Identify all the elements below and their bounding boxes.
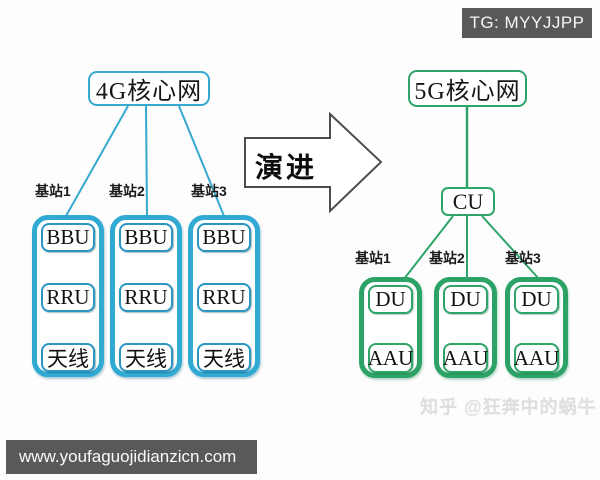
antenna-box: 天线: [119, 343, 173, 372]
zhihu-watermark: 知乎 @狂奔中的蜗牛: [420, 397, 597, 417]
core-4g-box: 4G核心网: [88, 71, 210, 106]
evolution-arrow-shape: [244, 111, 383, 214]
station3-5g-container: DU AAU: [505, 277, 568, 378]
aau-box: AAU: [368, 343, 413, 373]
aau-box: AAU: [514, 343, 559, 373]
tg-badge: TG: MYYJJPP: [462, 8, 592, 38]
aau-box: AAU: [443, 343, 488, 373]
rru-box: RRU: [119, 283, 173, 312]
antenna-box: 天线: [197, 343, 251, 372]
bbu-box: BBU: [119, 223, 173, 252]
station1-5g-label: 基站1: [355, 250, 391, 266]
station1-4g-container: BBU RRU 天线: [32, 215, 104, 377]
antenna-box: 天线: [41, 343, 95, 372]
rru-box: RRU: [41, 283, 95, 312]
connector-4g-station2: [145, 105, 148, 217]
station3-4g-label: 基站3: [191, 183, 227, 199]
connector-4g-station1: [65, 105, 129, 217]
station2-4g-label: 基站2: [109, 183, 145, 199]
bbu-box: BBU: [197, 223, 251, 252]
station2-5g-label: 基站2: [429, 250, 465, 266]
station1-4g-label: 基站1: [35, 183, 71, 199]
core-5g-box: 5G核心网: [408, 70, 527, 107]
station3-4g-container: BBU RRU 天线: [188, 215, 260, 377]
rru-box: RRU: [197, 283, 251, 312]
station3-5g-label: 基站3: [505, 250, 541, 266]
station2-4g-container: BBU RRU 天线: [110, 215, 182, 377]
footer-url-bar: www.youfaguojidianzicn.com: [6, 440, 257, 474]
station1-5g-container: DU AAU: [359, 277, 422, 378]
du-box: DU: [443, 285, 488, 314]
du-box: DU: [368, 285, 413, 314]
cu-box: CU: [441, 187, 495, 216]
connector-cu-station1: [403, 215, 454, 280]
evolution-arrow-label: 演进: [255, 152, 318, 183]
du-box: DU: [514, 285, 559, 314]
bbu-box: BBU: [41, 223, 95, 252]
connector-4g-station3: [178, 105, 225, 217]
connector-cu-station3: [481, 215, 540, 280]
station2-5g-container: DU AAU: [434, 277, 497, 378]
